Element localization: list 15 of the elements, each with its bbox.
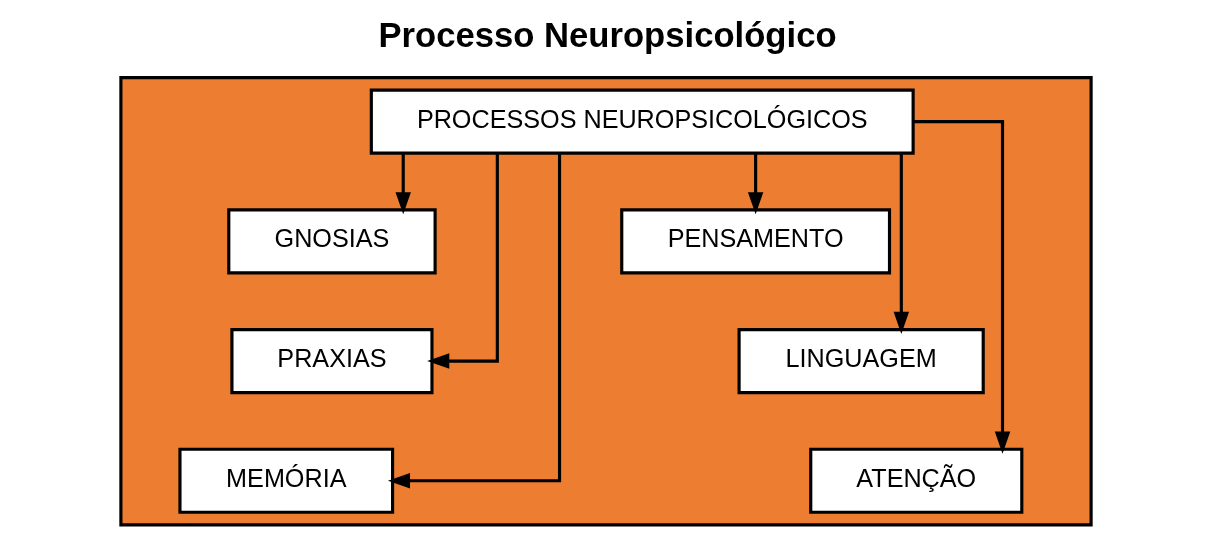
arrow xyxy=(426,153,499,369)
node-box: PENSAMENTO xyxy=(619,208,891,275)
node-box: PROCESSOS NEUROPSICOLÓGICOS xyxy=(369,88,915,155)
diagram-title: Processo Neuropsicológico xyxy=(377,16,837,54)
node-box: ATENÇÃO xyxy=(808,447,1023,514)
arrow xyxy=(893,153,909,334)
cluster xyxy=(118,75,1093,527)
arrow xyxy=(395,153,411,215)
node-box: GNOSIAS xyxy=(226,208,437,275)
arrow xyxy=(912,120,1010,454)
node-box: LINGUAGEM xyxy=(737,327,985,395)
node-box: MEMÓRIA xyxy=(177,447,394,514)
arrow xyxy=(387,153,561,489)
node-box: PRAXIAS xyxy=(229,327,434,395)
arrow xyxy=(747,153,763,215)
